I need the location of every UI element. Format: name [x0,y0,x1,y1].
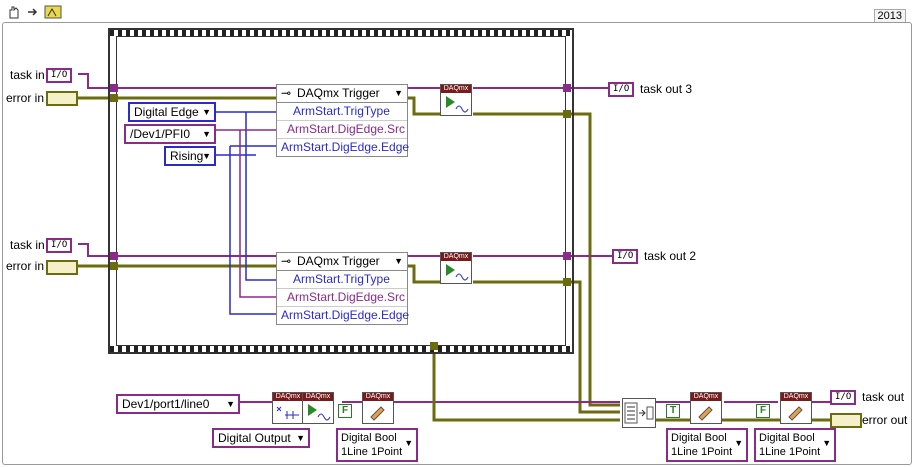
labview-icon[interactable] [44,4,62,20]
property-row[interactable]: ArmStart.DigEdge.Edge [281,140,410,154]
tunnel [563,110,571,118]
chevron-down-icon: ▼ [822,438,832,448]
tunnel [430,342,438,350]
hand-icon[interactable] [6,4,22,20]
chevron-down-icon: ▼ [296,433,305,443]
task-out-terminal[interactable]: I/O [830,390,857,405]
tunnel [110,262,118,270]
property-row[interactable]: ArmStart.DigEdge.Src [277,289,407,307]
tunnel [110,84,118,92]
task-out-terminal[interactable]: I/O [608,82,635,97]
task-in-terminal[interactable]: I/O [46,238,73,253]
lines-constant[interactable]: Dev1/port1/line0▼ [116,394,240,414]
daqmx-start-task-icon[interactable]: DAQmx [440,84,472,116]
diagram-frame [2,22,912,465]
error-in-label: error in [6,259,45,273]
daqmx-start-task-icon[interactable]: DAQmx [302,392,334,424]
chevron-down-icon: ▼ [202,107,211,117]
chevron-down-icon: ▼ [226,399,235,409]
chevron-down-icon: ▼ [394,88,403,98]
daqmx-start-task-icon[interactable]: DAQmx [440,252,472,284]
trigger-icon: ⊸ [281,254,292,268]
chevron-down-icon: ▼ [202,129,211,139]
property-row[interactable]: ArmStart.DigEdge.Edge [281,308,410,322]
error-in-terminal[interactable] [46,260,78,275]
dig-src-constant[interactable]: /Dev1/PFI0▼ [124,124,216,144]
property-row[interactable]: ArmStart.TrigType [277,271,407,289]
tunnel [563,84,571,92]
arrow-icon[interactable] [26,4,42,20]
daqmx-create-channel-icon[interactable]: DAQmx [272,392,304,424]
tunnel [563,278,571,286]
bool-constant[interactable]: F [756,404,770,418]
trig-type-constant[interactable]: Digital Edge▼ [128,102,216,122]
toolbar: 2013 [0,0,914,24]
task-in-terminal[interactable]: I/O [46,68,73,83]
chevron-down-icon: ▼ [404,438,414,448]
edge-constant[interactable]: Rising▼ [164,146,216,166]
task-in-label: task in [10,238,45,252]
bool-constant[interactable]: T [666,404,680,418]
property-row[interactable]: ArmStart.TrigType [277,103,407,121]
trigger-icon: ⊸ [281,86,292,100]
tunnel [110,252,118,260]
daqmx-trigger-node[interactable]: ⊸DAQmx Trigger▼ ArmStart.TrigType ArmSta… [276,84,410,157]
chevron-down-icon: ▼ [202,151,211,161]
merge-errors-icon[interactable] [622,398,656,428]
property-row[interactable]: ArmStart.DigEdge.Src [277,121,407,139]
daqmx-write-icon[interactable]: DAQmx [780,392,812,424]
tunnel [110,94,118,102]
error-in-terminal[interactable] [46,91,78,106]
error-out-label: error out [862,413,908,427]
daqmx-trigger-node[interactable]: ⊸DAQmx Trigger▼ ArmStart.TrigType ArmSta… [276,252,410,325]
task-in-label: task in [10,68,45,82]
error-in-label: error in [6,91,45,105]
daqmx-write-icon[interactable]: DAQmx [690,392,722,424]
task-out-2-label: task out 2 [644,249,697,263]
task-out-3-label: task out 3 [640,82,693,96]
output-type-constant[interactable]: Digital Output▼ [212,428,310,448]
bool-constant[interactable]: F [338,404,352,418]
chevron-down-icon: ▼ [394,256,403,266]
error-out-terminal[interactable] [830,413,862,428]
tunnel [563,252,571,260]
chevron-down-icon: ▼ [734,438,744,448]
task-out-label: task out [862,390,905,404]
version-label: 2013 [873,9,906,23]
task-out-terminal[interactable]: I/O [612,249,639,264]
daqmx-write-icon[interactable]: DAQmx [362,392,394,424]
